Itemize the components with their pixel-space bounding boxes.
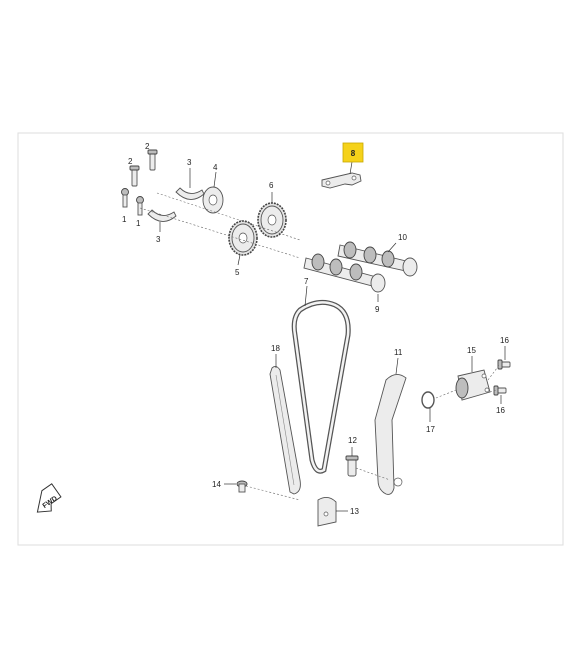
part-17-o-ring[interactable] [421,391,435,409]
part-6-cam-sprocket-intake[interactable] [257,202,287,238]
part-15-chain-tensioner[interactable] [455,369,491,401]
part-10-camshaft-upper[interactable] [337,241,418,277]
part-16-bolt-upper[interactable] [497,359,511,370]
callout-2-upper[interactable]: 2 [145,142,150,151]
callout-16-upper[interactable]: 16 [500,336,509,345]
callout-5[interactable]: 5 [235,268,240,277]
diagram-frame [17,132,564,546]
callout-6[interactable]: 6 [269,181,274,190]
part-7-timing-chain[interactable] [291,299,351,474]
callout-9[interactable]: 9 [375,305,380,314]
callout-13[interactable]: 13 [350,507,359,516]
part-3-cam-cap-lower[interactable] [147,209,177,222]
part-13-lower-guide[interactable] [317,497,337,527]
part-2-bolt-upper[interactable] [147,149,158,171]
part-16-bolt-lower[interactable] [493,385,507,396]
callout-11[interactable]: 11 [394,348,403,357]
callout-8[interactable]: 8 [351,149,356,158]
callout-18[interactable]: 18 [271,344,280,353]
callout-3-lower[interactable]: 3 [156,235,161,244]
callout-16-lower[interactable]: 16 [496,406,505,415]
part-4-timing-plate[interactable] [202,186,224,214]
part-2-bolt-lower[interactable] [129,165,140,187]
callout-7[interactable]: 7 [304,277,309,286]
callout-15[interactable]: 15 [467,346,476,355]
fwd-arrow-icon: FWD [36,483,62,513]
part-14-bolt[interactable] [236,480,248,493]
part-3-cam-cap-upper[interactable] [175,187,205,200]
callout-1-left[interactable]: 1 [122,215,127,224]
callout-4[interactable]: 4 [213,163,218,172]
part-11-tensioner-arm[interactable] [374,374,407,495]
part-1-bolt-right[interactable] [136,196,144,216]
part-12-pivot-bolt[interactable] [345,455,359,477]
part-8-bracket[interactable] [321,172,362,189]
part-9-camshaft-lower[interactable] [303,253,386,293]
callout-14[interactable]: 14 [212,480,221,489]
callout-10[interactable]: 10 [398,233,407,242]
part-1-bolt-left[interactable] [121,188,129,208]
part-18-chain-guide[interactable] [269,365,301,495]
callout-2-lower[interactable]: 2 [128,157,133,166]
callout-1-right[interactable]: 1 [136,219,141,228]
callout-12[interactable]: 12 [348,436,357,445]
callout-17[interactable]: 17 [426,425,435,434]
part-5-cam-sprocket-exhaust[interactable] [228,220,258,256]
callout-8-highlight [342,142,364,163]
callout-3-upper[interactable]: 3 [187,158,192,167]
